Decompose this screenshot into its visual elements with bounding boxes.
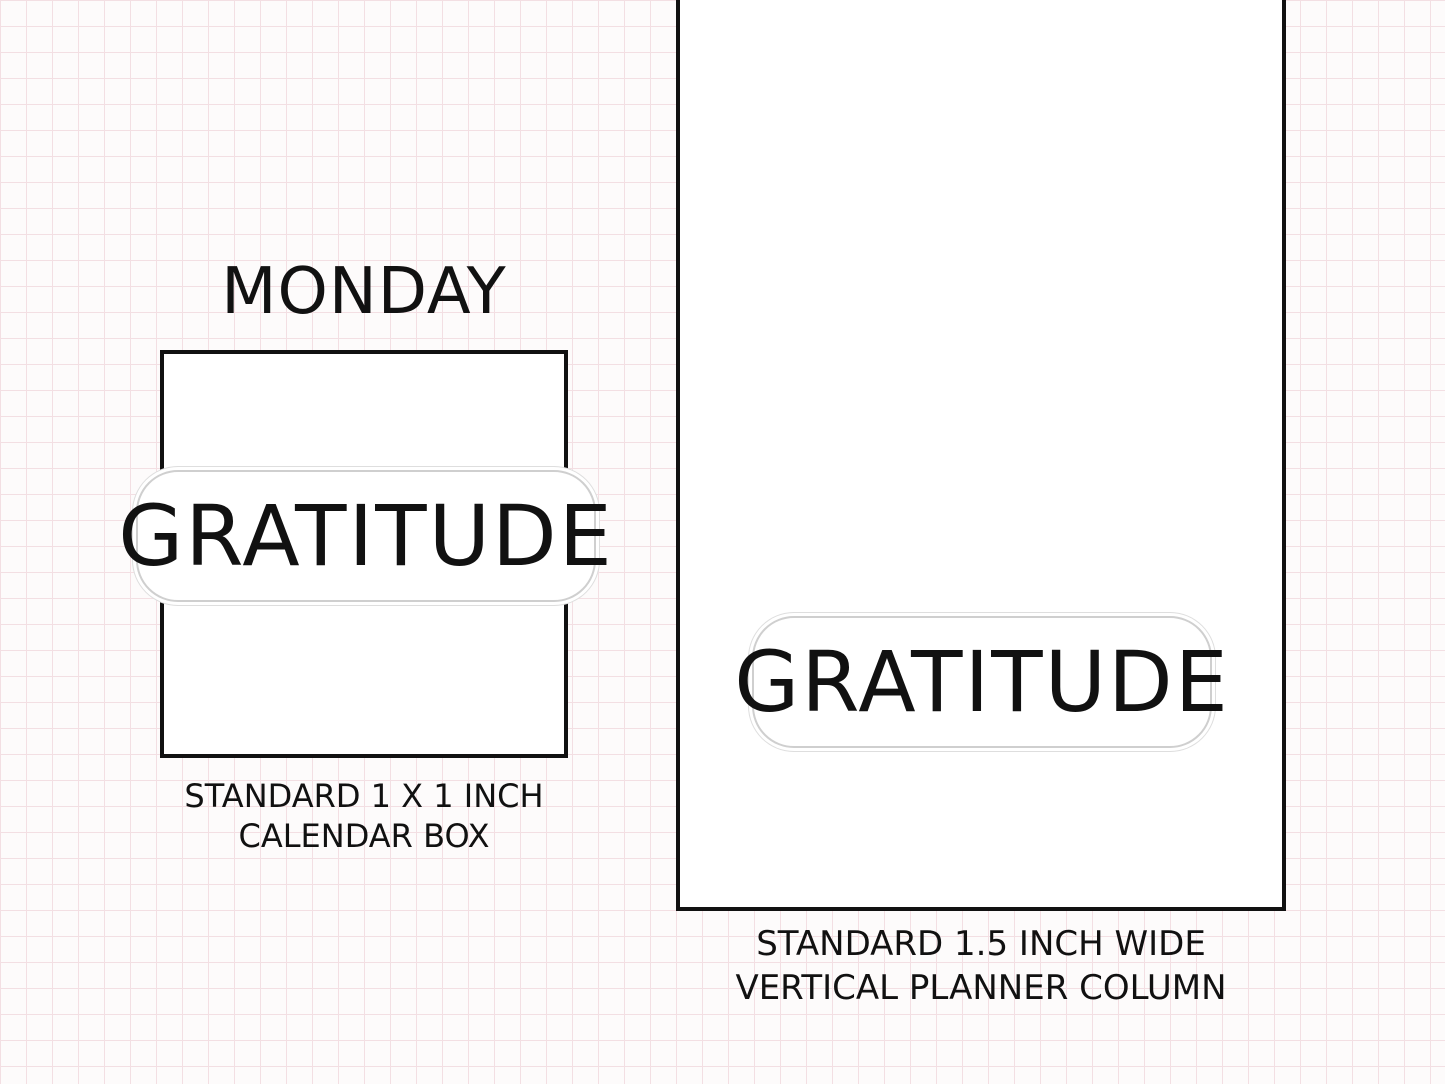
gratitude-sticker-calendar: GRATITUDE bbox=[118, 470, 612, 602]
planner-caption-line1: STANDARD 1.5 INCH WIDE bbox=[756, 924, 1206, 964]
planner-caption-line2: VERTICAL PLANNER COLUMN bbox=[735, 968, 1227, 1008]
calendar-caption-line2: CALENDAR BOX bbox=[238, 817, 490, 855]
sticker-label: GRATITUDE bbox=[118, 487, 614, 585]
sticker-label: GRATITUDE bbox=[734, 633, 1230, 731]
planner-caption: STANDARD 1.5 INCH WIDE VERTICAL PLANNER … bbox=[700, 922, 1262, 1010]
day-label: MONDAY bbox=[221, 255, 507, 329]
planner-column bbox=[676, 0, 1286, 911]
calendar-caption-line1: STANDARD 1 X 1 INCH bbox=[184, 777, 544, 815]
calendar-caption: STANDARD 1 X 1 INCH CALENDAR BOX bbox=[120, 776, 608, 856]
gratitude-sticker-planner: GRATITUDE bbox=[734, 616, 1228, 748]
